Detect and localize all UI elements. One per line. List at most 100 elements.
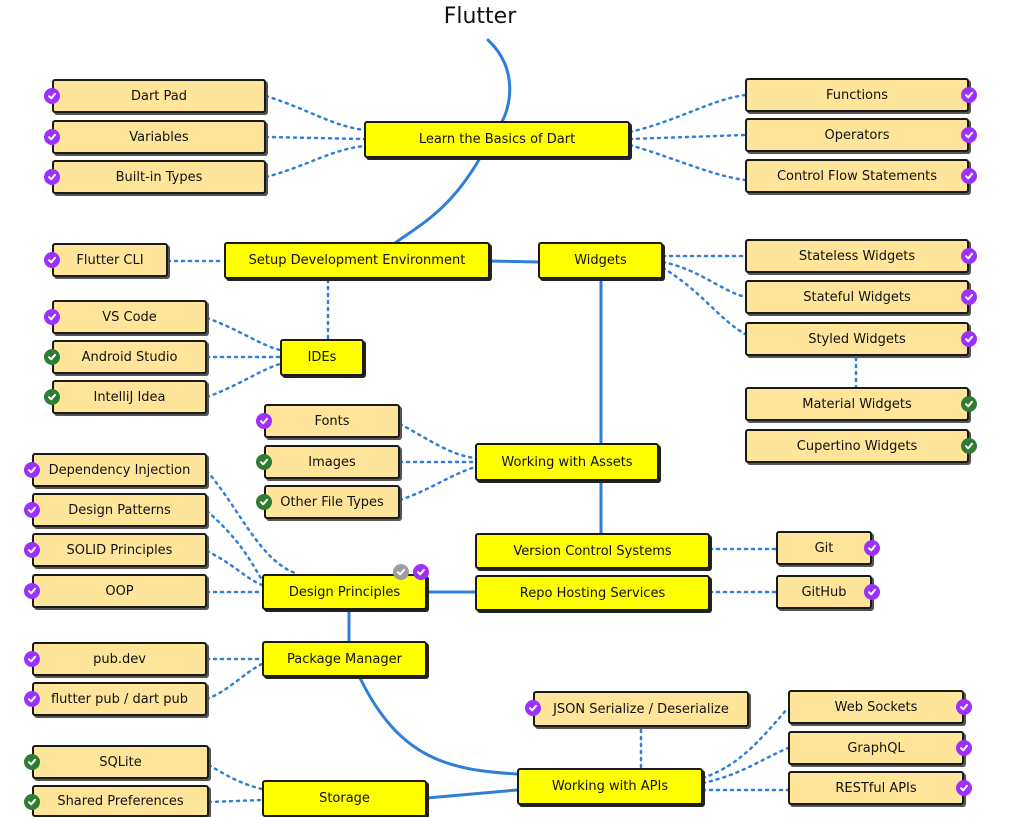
node-label: Git xyxy=(814,540,834,556)
node-label: Widgets xyxy=(574,253,627,268)
check-circle-icon xyxy=(24,583,40,599)
check-circle-icon xyxy=(24,462,40,478)
node-label: Stateless Widgets xyxy=(798,248,916,264)
node-label: Package Manager xyxy=(286,651,402,667)
node-dartpad[interactable]: Dart Pad xyxy=(52,79,266,113)
node-label: Working with APIs xyxy=(551,779,669,794)
node-patterns[interactable]: Design Patterns xyxy=(32,493,207,527)
node-sharedprefs[interactable]: Shared Preferences xyxy=(32,785,209,817)
node-json[interactable]: JSON Serialize / Deserialize xyxy=(533,691,749,727)
node-label: GitHub xyxy=(801,584,847,600)
node-apis[interactable]: Working with APIs xyxy=(517,768,703,805)
node-assets[interactable]: Working with Assets xyxy=(475,443,659,481)
check-circle-icon xyxy=(393,564,409,580)
node-label: Learn the Basics of Dart xyxy=(418,132,576,147)
node-stateful[interactable]: Stateful Widgets xyxy=(745,280,969,314)
node-label: VS Code xyxy=(102,309,157,325)
node-label: Stateful Widgets xyxy=(803,289,911,305)
check-circle-icon xyxy=(864,584,880,600)
node-setup[interactable]: Setup Development Environment xyxy=(224,242,490,279)
node-control[interactable]: Control Flow Statements xyxy=(745,159,969,193)
node-repo[interactable]: Repo Hosting Services xyxy=(475,575,710,611)
node-intellij[interactable]: IntelliJ Idea xyxy=(52,380,207,414)
node-vscode[interactable]: VS Code xyxy=(52,300,207,334)
node-operators[interactable]: Operators xyxy=(745,118,969,152)
check-circle-icon xyxy=(256,494,272,510)
node-label: Variables xyxy=(129,129,189,145)
diagram-title: Flutter xyxy=(443,4,517,29)
node-label: Flutter CLI xyxy=(76,252,144,268)
check-circle-icon xyxy=(44,252,60,268)
node-functions[interactable]: Functions xyxy=(745,78,969,112)
node-widgets[interactable]: Widgets xyxy=(538,242,663,279)
trunk-line xyxy=(486,38,512,127)
node-ides[interactable]: IDEs xyxy=(280,339,364,376)
check-circle-icon xyxy=(24,794,40,810)
node-label: Storage xyxy=(319,791,370,806)
node-builtin[interactable]: Built-in Types xyxy=(52,160,266,194)
node-fonts[interactable]: Fonts xyxy=(264,404,400,438)
node-label: Android Studio xyxy=(81,349,178,365)
node-basics[interactable]: Learn the Basics of Dart xyxy=(364,121,630,158)
node-sqlite[interactable]: SQLite xyxy=(32,745,209,779)
check-circle-icon xyxy=(961,438,977,454)
check-circle-icon xyxy=(956,740,972,756)
check-circle-icon xyxy=(44,349,60,365)
node-images[interactable]: Images xyxy=(264,445,400,479)
node-pubdev[interactable]: pub.dev xyxy=(32,642,207,676)
node-label: Control Flow Statements xyxy=(776,168,938,184)
node-stateless[interactable]: Stateless Widgets xyxy=(745,239,969,273)
node-label: JSON Serialize / Deserialize xyxy=(553,701,729,717)
node-restful[interactable]: RESTful APIs xyxy=(788,771,964,805)
trunk-line xyxy=(393,156,482,245)
node-label: Version Control Systems xyxy=(513,543,672,559)
check-circle-icon xyxy=(525,700,541,716)
check-circle-icon xyxy=(956,699,972,715)
check-circle-icon xyxy=(44,129,60,145)
node-label: Repo Hosting Services xyxy=(519,585,666,601)
check-circle-icon xyxy=(44,309,60,325)
node-android[interactable]: Android Studio xyxy=(52,340,207,374)
node-variables[interactable]: Variables xyxy=(52,120,266,154)
node-vcs[interactable]: Version Control Systems xyxy=(475,533,710,569)
node-label: Design Principles xyxy=(288,584,401,600)
node-material[interactable]: Material Widgets xyxy=(745,387,969,421)
node-cli[interactable]: Flutter CLI xyxy=(52,243,168,277)
check-circle-icon xyxy=(256,454,272,470)
check-circle-icon xyxy=(961,396,977,412)
node-otherfiles[interactable]: Other File Types xyxy=(264,485,400,519)
node-label: OOP xyxy=(105,583,134,599)
node-package[interactable]: Package Manager xyxy=(262,641,427,677)
check-circle-icon xyxy=(961,289,977,305)
node-label: Working with Assets xyxy=(501,454,633,470)
check-circle-icon xyxy=(24,691,40,707)
node-oop[interactable]: OOP xyxy=(32,574,207,608)
node-graphql[interactable]: GraphQL xyxy=(788,731,964,765)
trunk-line xyxy=(425,788,519,800)
node-github[interactable]: GitHub xyxy=(776,575,872,609)
node-git[interactable]: Git xyxy=(776,531,872,565)
check-circle-icon xyxy=(24,542,40,558)
check-circle-icon xyxy=(24,502,40,518)
check-circle-icon xyxy=(961,168,977,184)
check-circle-icon xyxy=(44,88,60,104)
check-circle-icon xyxy=(864,540,880,556)
node-solid[interactable]: SOLID Principles xyxy=(32,533,207,567)
check-circle-icon xyxy=(961,248,977,264)
node-styled[interactable]: Styled Widgets xyxy=(745,322,969,356)
node-label: Functions xyxy=(825,87,889,103)
check-circle-icon xyxy=(961,127,977,143)
check-circle-icon xyxy=(961,331,977,347)
node-label: GraphQL xyxy=(847,740,905,756)
node-design[interactable]: Design Principles xyxy=(262,574,427,610)
check-circle-icon xyxy=(44,169,60,185)
node-label: Images xyxy=(308,454,356,470)
node-storage[interactable]: Storage xyxy=(262,780,427,817)
node-di[interactable]: Dependency Injection xyxy=(32,453,207,487)
node-label: IDEs xyxy=(307,350,337,365)
node-flutterpub[interactable]: flutter pub / dart pub xyxy=(32,682,207,716)
node-cupertino[interactable]: Cupertino Widgets xyxy=(745,429,969,463)
node-label: Styled Widgets xyxy=(808,331,906,347)
node-label: Web Sockets xyxy=(834,699,918,715)
node-websockets[interactable]: Web Sockets xyxy=(788,690,964,724)
